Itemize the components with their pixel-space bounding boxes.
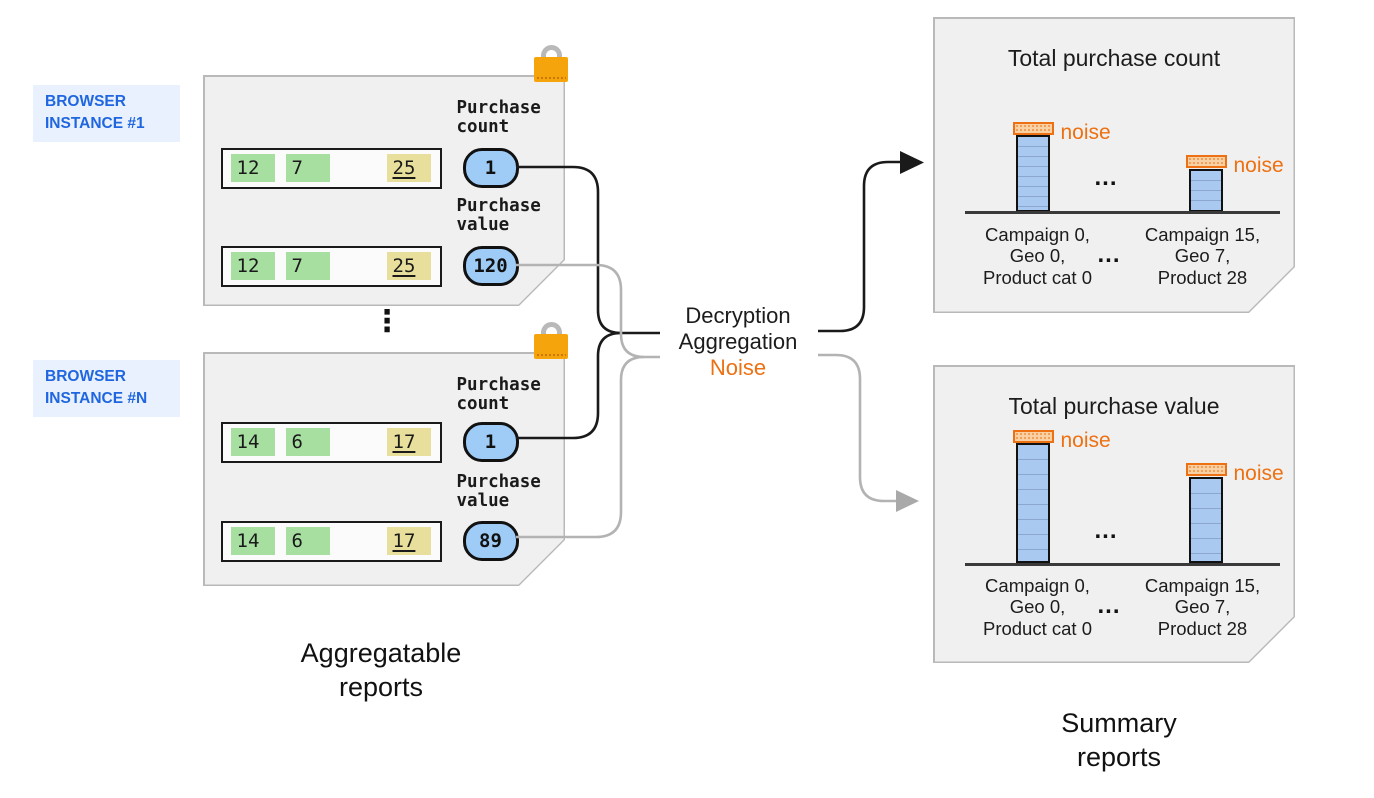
aggregatable-reports-label: Aggregatable reports xyxy=(300,638,462,702)
bucket-id-chip: 17 xyxy=(387,527,431,555)
x-axis xyxy=(965,211,1280,214)
purchase-value-value: 89 xyxy=(463,521,519,561)
category-label-campaign0: Campaign 0, Geo 0, Product cat 0 xyxy=(982,574,1092,639)
value-bar-campaign15 xyxy=(1189,477,1223,563)
aggregatable-report-card-n: Purchase count 14 6 17 1 Purchase value … xyxy=(203,352,565,586)
aggregation-process-steps: Decryption Aggregation Noise xyxy=(643,303,833,381)
histogram-contribution-row: 12 7 25 xyxy=(221,246,442,287)
noise-cap xyxy=(1186,155,1227,168)
noise-label: noise xyxy=(1060,120,1111,144)
card-n-surface: Purchase count 14 6 17 1 Purchase value … xyxy=(205,354,564,585)
chart-title-count: Total purchase count xyxy=(1007,44,1221,71)
bucket-key-chip: 14 xyxy=(231,527,275,555)
bucket-key-chip: 7 xyxy=(286,252,330,280)
histogram-contribution-row: 14 6 17 xyxy=(221,422,442,463)
summary-reports-label: Summary reports xyxy=(1061,708,1177,772)
bucket-key-chip: 6 xyxy=(286,428,330,456)
x-axis xyxy=(965,563,1280,566)
arrowhead-value xyxy=(896,490,919,512)
value-bar-campaign0 xyxy=(1016,443,1050,563)
noise-label: noise xyxy=(1233,153,1284,177)
purchase-value-value: 120 xyxy=(463,246,519,286)
lock-shackle xyxy=(540,45,562,64)
noise-cap xyxy=(1013,430,1054,443)
summary-count-surface: Total purchase count noise noise ... Cam… xyxy=(935,19,1294,312)
bucket-key-chip: 7 xyxy=(286,154,330,182)
metric-label-purchase-count: Purchase count xyxy=(456,97,541,138)
more-reports-ellipsis-icon: ⋮ xyxy=(372,304,402,339)
lock-body xyxy=(534,334,568,359)
bucket-key-chip: 12 xyxy=(231,154,275,182)
category-label-campaign0: Campaign 0, Geo 0, Product cat 0 xyxy=(982,223,1092,288)
summary-card-count: Total purchase count noise noise ... Cam… xyxy=(933,17,1295,313)
bars-ellipsis: ... xyxy=(1094,163,1118,191)
encryption-lock-icon xyxy=(534,322,568,359)
lock-body xyxy=(534,57,568,82)
arrowhead-count xyxy=(900,151,924,174)
aggregatable-report-card-1: Purchase count 12 7 25 1 Purchase value … xyxy=(203,75,565,306)
browser-instance-1-label: BROWSER INSTANCE #1 xyxy=(33,85,180,142)
process-step-decryption: Decryption xyxy=(685,303,791,328)
histogram-contribution-row: 14 6 17 xyxy=(221,521,442,562)
process-step-aggregation: Aggregation xyxy=(678,329,798,354)
count-bar-campaign15 xyxy=(1189,169,1223,212)
category-label-campaign15: Campaign 15, Geo 7, Product 28 xyxy=(1144,574,1261,639)
chart-title-value: Total purchase value xyxy=(1008,392,1220,419)
noise-label: noise xyxy=(1060,428,1111,452)
bucket-key-chip: 6 xyxy=(286,527,330,555)
count-bar-campaign0 xyxy=(1016,135,1050,212)
metric-label-purchase-count: Purchase count xyxy=(456,374,541,415)
bucket-key-chip: 12 xyxy=(231,252,275,280)
card-1-surface: Purchase count 12 7 25 1 Purchase value … xyxy=(205,77,564,305)
noise-cap xyxy=(1013,122,1054,135)
bars-ellipsis: ... xyxy=(1094,516,1118,544)
noise-cap xyxy=(1186,463,1227,476)
histogram-contribution-row: 12 7 25 xyxy=(221,148,442,189)
process-step-noise: Noise xyxy=(709,355,767,380)
categories-ellipsis: ... xyxy=(1097,240,1121,268)
purchase-count-value: 1 xyxy=(463,422,519,462)
categories-ellipsis: ... xyxy=(1097,591,1121,619)
metric-label-purchase-value: Purchase value xyxy=(456,195,541,236)
noise-label: noise xyxy=(1233,461,1284,485)
summary-card-value: Total purchase value noise noise ... Cam… xyxy=(933,365,1295,663)
encryption-lock-icon xyxy=(534,45,568,82)
category-label-campaign15: Campaign 15, Geo 7, Product 28 xyxy=(1144,223,1261,288)
metric-label-purchase-value: Purchase value xyxy=(456,471,541,512)
bucket-key-chip: 14 xyxy=(231,428,275,456)
purchase-count-value: 1 xyxy=(463,148,519,188)
summary-value-surface: Total purchase value noise noise ... Cam… xyxy=(935,367,1294,662)
bucket-id-chip: 25 xyxy=(387,252,431,280)
browser-instance-n-label: BROWSER INSTANCE #N xyxy=(33,360,180,417)
bucket-id-chip: 25 xyxy=(387,154,431,182)
bucket-id-chip: 17 xyxy=(387,428,431,456)
